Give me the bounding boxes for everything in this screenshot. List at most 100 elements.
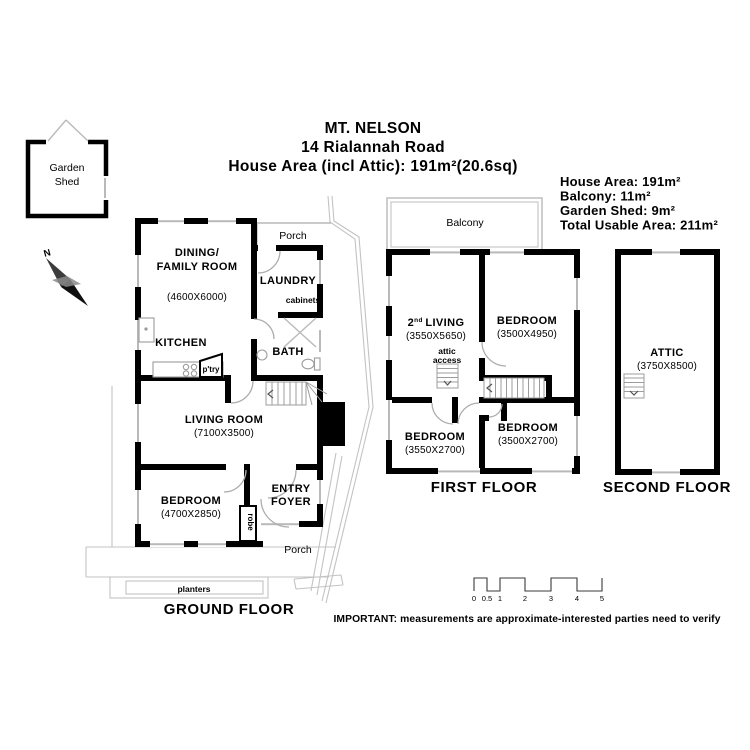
scale-label-05: 0.5 xyxy=(482,594,492,603)
attic-ladder-arrow xyxy=(443,380,452,386)
window xyxy=(438,470,480,473)
wall-segment xyxy=(225,381,231,403)
wall-segment xyxy=(251,245,323,251)
wall-segment xyxy=(251,218,257,318)
ground-floor-title: GROUND FLOOR xyxy=(164,601,295,618)
scale-bar: 0 0.5 1 2 3 4 5 xyxy=(472,577,604,603)
garden-shed-door-flaps xyxy=(47,119,89,142)
scale-label-4: 4 xyxy=(575,594,579,603)
room-label-bedroom3: BEDROOM xyxy=(498,422,558,434)
north-arrow: N xyxy=(43,247,88,306)
wall-segment xyxy=(299,521,323,527)
garden-shed-label-1: Garden xyxy=(49,162,84,174)
summary-total: Total Usable Area: 211m² xyxy=(560,218,718,233)
door-arc xyxy=(257,250,281,274)
window xyxy=(198,543,226,546)
window xyxy=(137,490,139,524)
attic-stair-arrow xyxy=(629,390,639,396)
wall-segment xyxy=(479,415,485,474)
label-porch-top: Porch xyxy=(279,230,307,242)
scale-label-5: 5 xyxy=(600,594,604,603)
door-arc xyxy=(230,380,254,404)
site-path-line xyxy=(316,455,343,596)
compass-star xyxy=(52,276,81,287)
second-floor-plan: ATTIC (3750X8500) SECOND FLOOR xyxy=(603,249,730,496)
window xyxy=(208,220,236,223)
label-pantry: p'try xyxy=(202,365,220,374)
first-floor-windows xyxy=(386,249,580,474)
window xyxy=(430,251,460,254)
label-cabinets: cabinets xyxy=(286,295,321,305)
door-arc xyxy=(457,402,480,425)
fridge-dot xyxy=(144,327,148,331)
room-dims-dining: (4600X6000) xyxy=(167,292,227,303)
window xyxy=(532,470,572,473)
garden-shed-label-2: Shed xyxy=(55,176,80,188)
scale-label-2: 2 xyxy=(523,594,527,603)
attic-ladder-rungs xyxy=(437,368,458,383)
window xyxy=(261,523,299,526)
label-porch-bottom: Porch xyxy=(284,544,312,556)
wall-segment xyxy=(135,464,226,470)
shower xyxy=(283,317,317,348)
window xyxy=(158,220,184,223)
ground-floor-windows xyxy=(135,218,323,547)
wall-segment xyxy=(244,464,250,508)
site-boundary-line xyxy=(321,195,370,602)
door-arc xyxy=(267,469,297,499)
room-label-bedroom: BEDROOM xyxy=(161,495,221,507)
path-strip xyxy=(293,574,344,590)
ground-floor-walls xyxy=(135,218,345,547)
wall-segment xyxy=(251,312,257,381)
window xyxy=(137,320,139,350)
area-summary: House Area: 191m² Balcony: 11m² Garden S… xyxy=(560,174,718,233)
door-gap xyxy=(258,245,276,251)
room-dims-bedroom3: (3500X2700) xyxy=(498,436,558,447)
wall-segment xyxy=(278,312,323,318)
room-label-foyer: FOYER xyxy=(271,496,311,508)
ground-floor-fixtures xyxy=(138,317,328,542)
site-path-line xyxy=(310,452,337,592)
room-label-dining-1: DINING/ xyxy=(175,247,219,259)
wall-segment xyxy=(479,249,485,342)
second-floor-fixtures xyxy=(623,373,645,399)
toilet-bowl xyxy=(301,358,315,370)
door-arc xyxy=(253,318,275,340)
room-label-kitchen: KITCHEN xyxy=(155,337,207,349)
title-block: MT. NELSON 14 Rialannah Road House Area … xyxy=(228,120,517,175)
label-attic-access-2: access xyxy=(433,355,462,365)
label-robe: robe xyxy=(246,513,255,531)
wall-segment xyxy=(479,397,580,403)
room-label-bath: BATH xyxy=(272,346,303,358)
scale-label-0: 0 xyxy=(472,594,476,603)
window xyxy=(150,543,184,546)
wall-segment xyxy=(479,358,485,378)
attic-stair-treads xyxy=(624,377,644,392)
room-dims-bedroom: (4700X2850) xyxy=(161,509,221,520)
window xyxy=(388,276,390,306)
window xyxy=(319,330,321,352)
room-label-bedroom1: BEDROOM xyxy=(497,315,557,327)
room-label-dining-2: FAMILY ROOM xyxy=(157,261,238,273)
stove-burner xyxy=(190,370,198,377)
pantry-box xyxy=(199,352,223,378)
garden-shed-door-gap xyxy=(46,138,88,146)
window xyxy=(490,251,524,254)
wall-segment xyxy=(386,249,392,474)
room-dims-bedroom1: (3500X4950) xyxy=(497,329,557,340)
ground-floor-doors xyxy=(223,250,297,528)
room-dims-bedroom2: (3550X2700) xyxy=(405,445,465,456)
door-arc xyxy=(260,498,290,528)
room-dims-attic: (3750X8500) xyxy=(637,361,697,372)
wall-segment xyxy=(135,218,141,547)
planters-strip-outline xyxy=(109,576,269,599)
wall-segment xyxy=(714,249,720,475)
ground-floor-labels: DINING/ FAMILY ROOM (4600X6000) KITCHEN … xyxy=(155,230,320,618)
window xyxy=(137,404,139,442)
page-title-address: 14 Rialannah Road xyxy=(301,139,445,156)
window xyxy=(652,471,680,474)
window xyxy=(137,255,139,287)
